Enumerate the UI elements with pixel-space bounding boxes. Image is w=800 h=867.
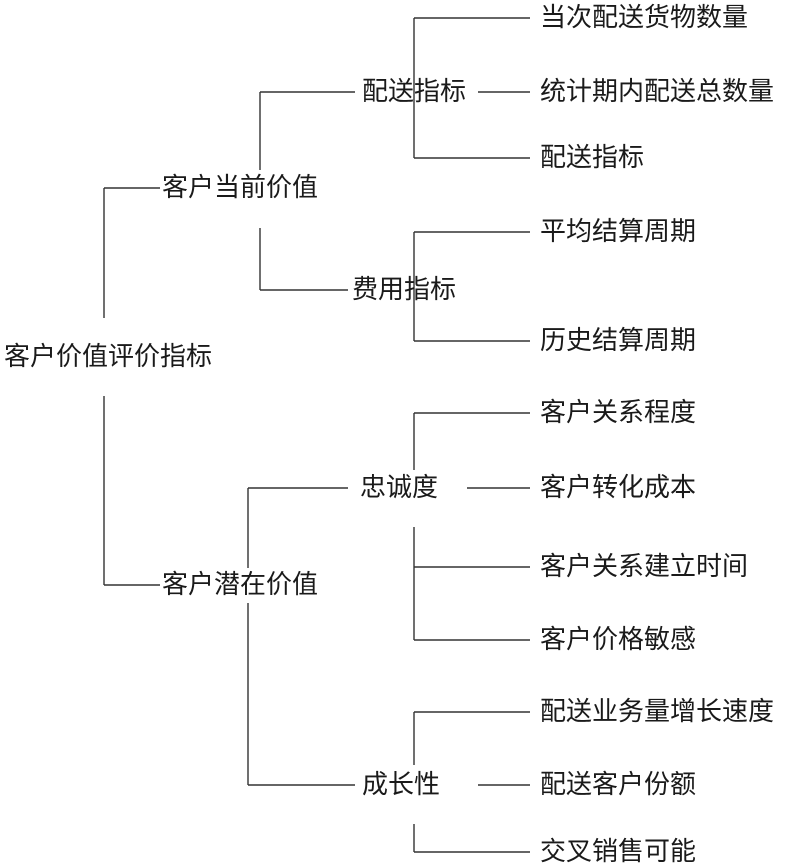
group-node-growth: 成长性 (362, 770, 441, 800)
leaf-node: 客户价格敏感 (540, 625, 697, 655)
leaf-node: 客户转化成本 (540, 473, 697, 503)
leaf-node: 历史结算周期 (540, 326, 697, 356)
leaf-node: 配送指标 (540, 143, 645, 173)
leaf-node: 配送客户份额 (540, 770, 697, 800)
group-node-cost-indicator: 费用指标 (352, 275, 457, 305)
leaf-node: 客户关系建立时间 (540, 552, 749, 582)
group-node-delivery-indicator: 配送指标 (362, 77, 467, 107)
group-node-loyalty: 忠诚度 (360, 473, 439, 503)
leaf-node: 统计期内配送总数量 (540, 77, 775, 107)
branch-node-current-value: 客户当前价值 (162, 173, 319, 203)
leaf-node: 客户关系程度 (540, 398, 697, 428)
branch-node-potential-value: 客户潜在价值 (162, 570, 319, 600)
leaf-node: 交叉销售可能 (540, 837, 697, 867)
leaf-node: 平均结算周期 (540, 217, 697, 247)
root-node: 客户价值评价指标 (4, 342, 213, 372)
leaf-node: 配送业务量增长速度 (540, 697, 775, 727)
leaf-node: 当次配送货物数量 (540, 3, 749, 33)
